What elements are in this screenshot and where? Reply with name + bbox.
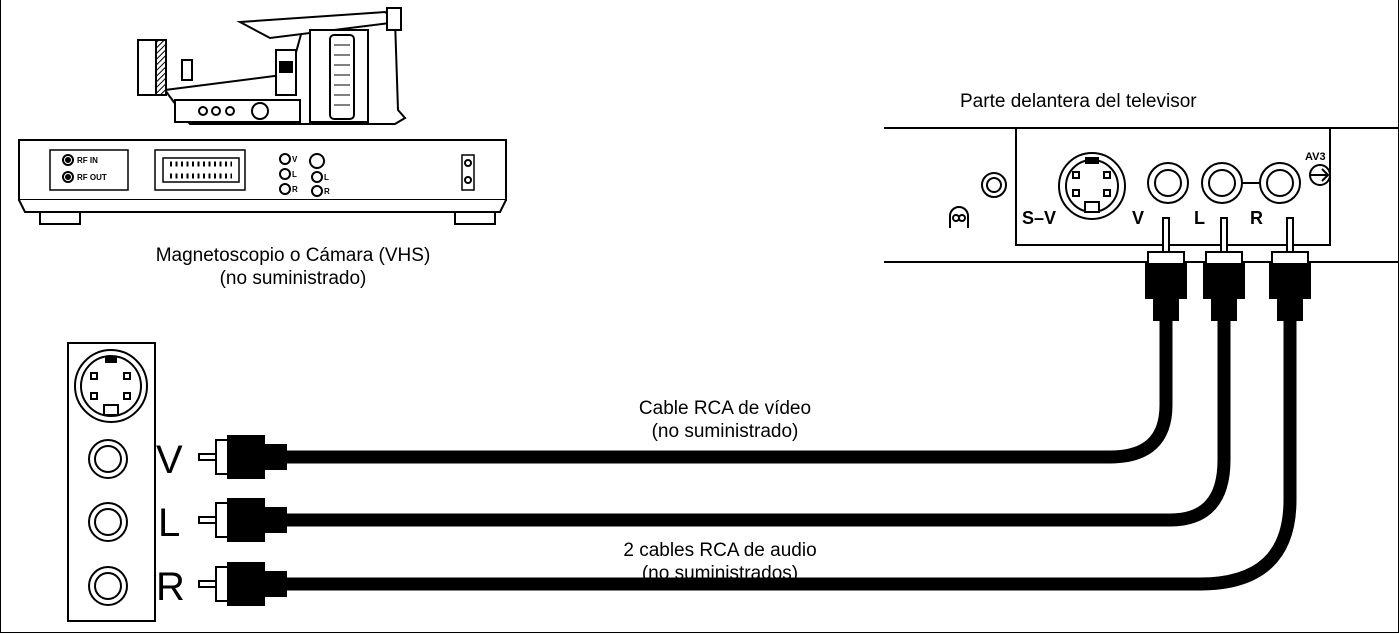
tv-jack-l-label: L [1194,208,1205,228]
vcr-label-line1: Magnetoscopio o Cámara (VHS) [155,245,431,266]
tv-headphone-icon [949,206,969,228]
audio-cable-label-line2: (no suministrados) [641,563,799,584]
source-jack-panel [67,342,156,622]
source-jack-l-label: L [158,501,181,545]
right-plug-r [1269,217,1311,321]
camcorder-illustration [137,7,407,125]
tv-rca-jacks [1147,162,1331,204]
tv-s-video-jack [1058,152,1126,220]
left-rca-plugs [198,435,287,606]
video-cable-label: Cable RCA de vídeo (no suministrado) [580,397,870,443]
video-cable [285,318,1173,464]
video-cable-label-line2: (no suministrado) [651,421,799,442]
rca-cables [285,318,1297,591]
vcr-rf-in-label: RF IN [77,156,98,165]
vcr-jack-r-label: R [292,185,298,194]
tv-front-panel [884,127,1399,263]
left-plug-r [198,562,287,606]
vcr-jack-v-label: V [292,155,298,164]
right-plug-v [1145,217,1187,321]
tv-jack-r-label: R [1250,208,1263,228]
vcr-jack-l2-label: L [324,173,329,182]
tv-front-label: Parte delantera del televisor [960,90,1197,113]
vcr-illustration [18,139,507,225]
tv-input-name: AV3 [1305,151,1326,163]
tv-jack-v-label: V [1132,208,1144,228]
audio-cable-label-line1: 2 cables RCA de audio [623,540,817,561]
source-jack-r-label: R [156,565,185,609]
vcr-rf-out-label: RF OUT [77,173,107,182]
vcr-jack-r2-label: R [324,187,330,196]
tv-front-label-text: Parte delantera del televisor [960,91,1197,112]
tv-jack-sv-label: S–V [1022,208,1056,228]
vcr-jack-l-label: L [292,170,297,179]
vcr-label-line2: (no suministrado) [219,268,367,289]
tv-headphone-jack [981,172,1007,198]
audio-left-cable [285,318,1231,527]
left-plug-l [198,498,287,542]
video-cable-label-line1: Cable RCA de vídeo [638,398,812,419]
vcr-label: Magnetoscopio o Cámara (VHS) (no suminis… [118,244,468,290]
audio-cable-label: 2 cables RCA de audio (no suministrados) [570,539,870,585]
right-plug-l [1203,217,1245,321]
right-rca-plugs [1145,217,1311,321]
source-jack-v-label: V [156,438,183,482]
audio-right-cable [285,318,1297,591]
left-plug-v [198,435,287,479]
